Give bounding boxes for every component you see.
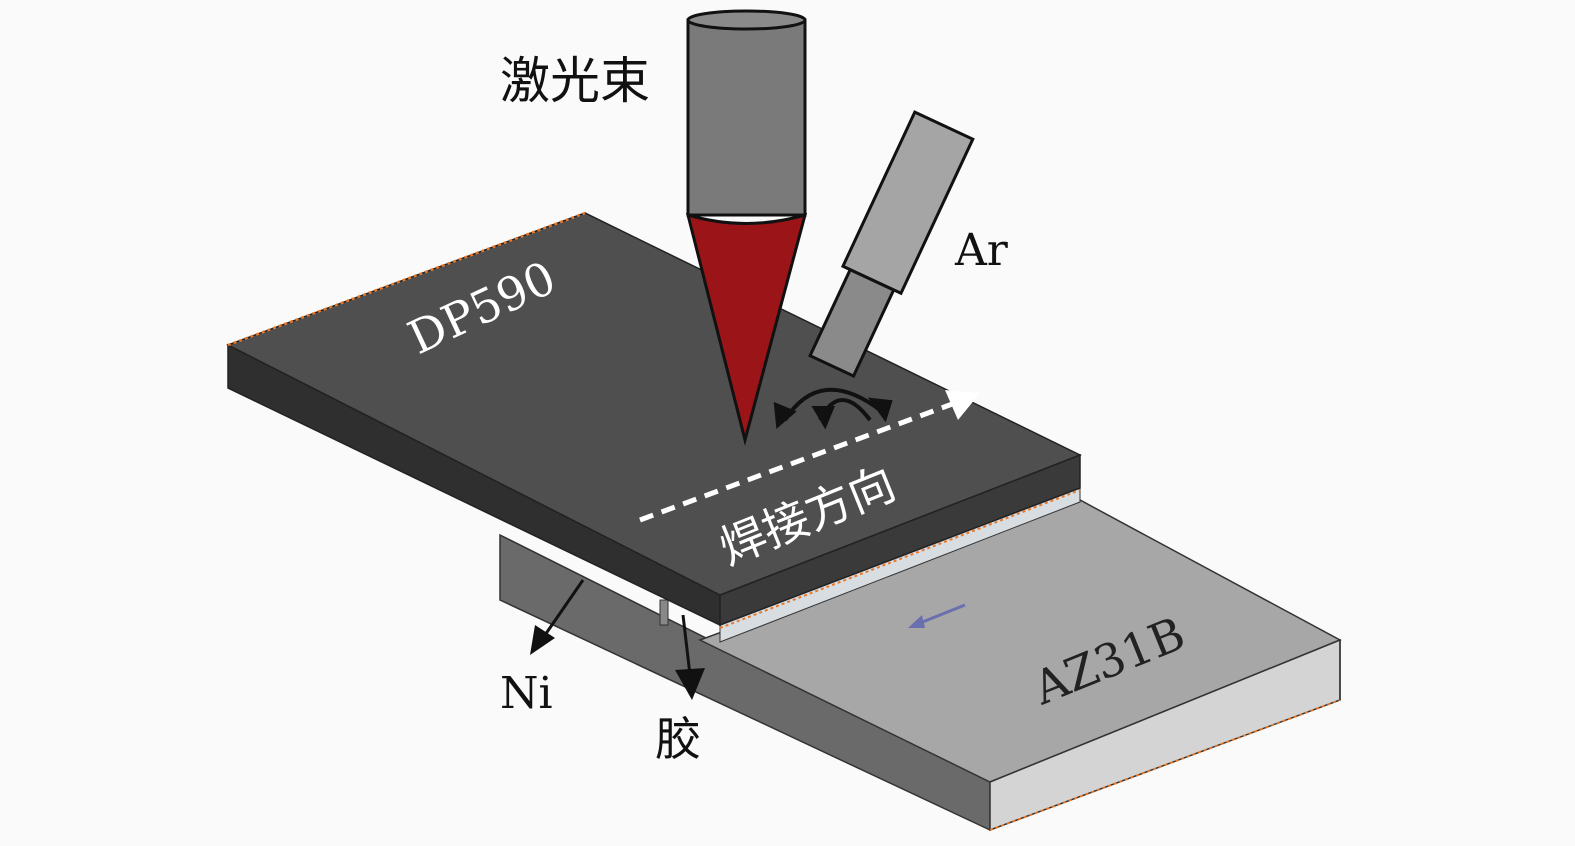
nickel-label: Ni [500, 668, 553, 719]
top-plate-dp590 [226, 211, 1082, 627]
small-direction-mark [908, 603, 966, 628]
adhesive-label: 胶 [655, 712, 701, 766]
gas-flow-arrows [773, 387, 893, 430]
bottom-plate-az31b [499, 499, 1342, 832]
laser-nozzle [685, 9, 808, 446]
argon-nozzle [808, 110, 975, 378]
ni-callout-arrow [530, 579, 585, 655]
argon-label: Ar [954, 225, 1009, 276]
laser-beam-label: 激光束 [500, 52, 650, 110]
welding-direction-arrow [639, 390, 980, 523]
adhesive-callout-arrow [675, 614, 705, 700]
